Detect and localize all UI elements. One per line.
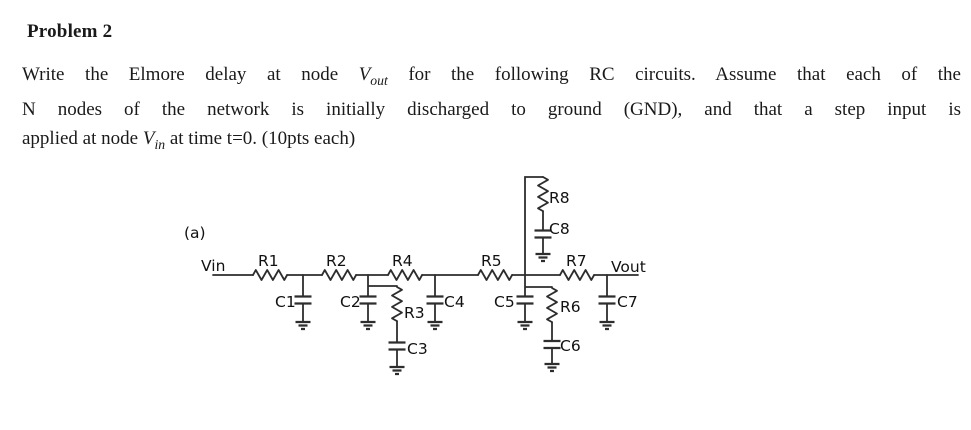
capacitor-c3-label: C3 [407, 340, 428, 358]
capacitor-c1-label: C1 [275, 293, 296, 311]
resistor-r3-label: R3 [404, 304, 425, 322]
capacitor-c8 [534, 229, 552, 239]
branch-wires [302, 176, 608, 368]
resistor-r1-label: R1 [258, 252, 279, 270]
ground-icon [427, 320, 443, 331]
ground-icon [360, 320, 376, 331]
capacitor-c2-label: C2 [340, 293, 361, 311]
statement-text: at time t=0. (10pts each) [165, 127, 356, 149]
ground-icon [544, 362, 560, 373]
capacitor-c4 [426, 295, 444, 305]
statement-line-3: applied at node Vin at time t=0. (10pts … [22, 124, 961, 159]
ground-icon [517, 320, 533, 331]
resistor-r7-label: R7 [566, 252, 587, 270]
vin-math-var: V [142, 127, 155, 149]
capacitor-c7 [598, 295, 616, 305]
resistor-r6-label: R6 [560, 298, 581, 316]
resistor-r8 [537, 176, 549, 212]
resistor-r4-label: R4 [392, 252, 413, 270]
statement-line-1: Write the Elmore delay at node Vout for … [22, 60, 961, 95]
resistor-r2-label: R2 [326, 252, 347, 270]
capacitor-c5 [516, 295, 534, 305]
capacitor-c3 [388, 341, 406, 351]
problem-statement: Write the Elmore delay at node Vout for … [22, 60, 961, 159]
ground-icon [599, 320, 615, 331]
resistor-r1 [252, 269, 288, 281]
resistor-r8-label: R8 [549, 189, 570, 207]
capacitor-c4-label: C4 [444, 293, 465, 311]
ground-icon [535, 252, 551, 263]
vout-math-var: V [358, 64, 371, 85]
statement-line-2: N nodes of the network is initially disc… [22, 95, 961, 124]
vout-math-sub: out [370, 72, 388, 88]
resistor-r7 [559, 269, 595, 281]
statement-text: for the following RC circuits. Assume th… [387, 64, 961, 85]
capacitor-c6 [543, 339, 561, 350]
capacitor-c7-label: C7 [617, 293, 638, 311]
resistor-r2 [321, 269, 357, 281]
resistor-r6 [546, 287, 558, 323]
vin-math-sub: in [154, 136, 166, 152]
statement-text: N nodes of the network is initially disc… [22, 98, 961, 120]
capacitor-c6-label: C6 [560, 337, 581, 355]
capacitor-c5-label: C5 [494, 293, 515, 311]
ground-icon [389, 365, 405, 376]
vout-node-label: Vout [611, 258, 646, 276]
ground-icon [295, 320, 311, 331]
problem-title: Problem 2 [27, 21, 113, 42]
capacitor-c1 [294, 295, 312, 305]
capacitor-c2 [359, 295, 377, 305]
resistor-r3 [391, 286, 403, 322]
figure-part-label: (a) [184, 224, 206, 242]
statement-text: Write the Elmore delay at node [22, 64, 359, 85]
resistor-r5-label: R5 [481, 252, 502, 270]
resistor-r5 [477, 269, 513, 281]
vin-node-label: Vin [201, 257, 225, 275]
statement-text: applied at node [22, 127, 143, 149]
resistor-r4 [387, 269, 423, 281]
capacitor-c8-label: C8 [549, 220, 570, 238]
